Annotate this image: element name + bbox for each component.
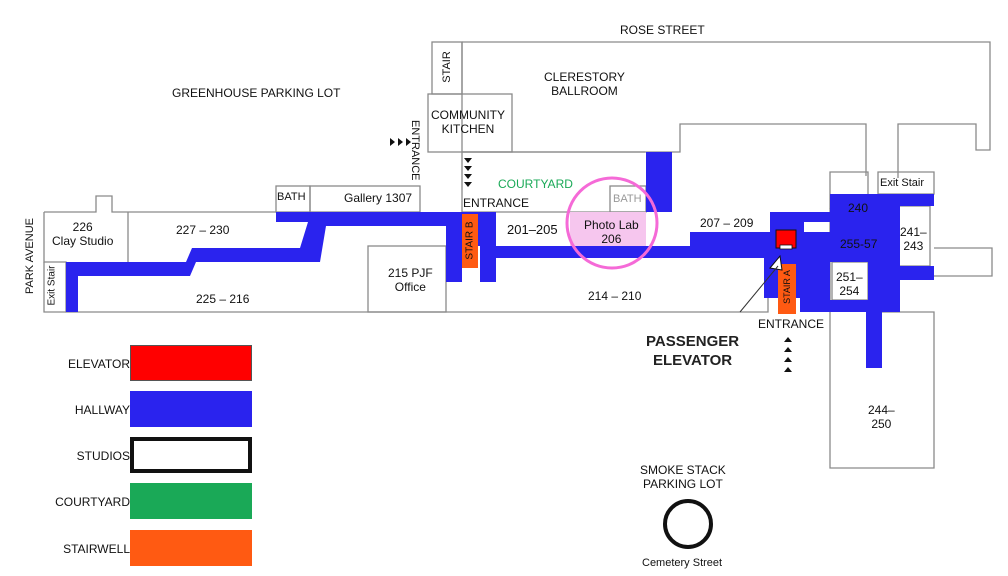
clay-studio-label: 226 Clay Studio: [52, 220, 114, 248]
legend-label: STUDIOS: [76, 449, 130, 463]
legend-swatch-courtyard: [130, 483, 252, 519]
stair-a-label: STAIR A: [782, 270, 792, 304]
room-214-210-label: 214 – 210: [588, 289, 642, 303]
room-251-254-label: 251– 254: [836, 270, 863, 298]
east-building-outline: [829, 208, 935, 469]
photo-lab-label: Photo Lab 206: [584, 218, 639, 246]
room-240-label: 240: [848, 201, 869, 215]
hallway-stair-b-area: [446, 212, 496, 282]
legend-item-courtyard: COURTYARD: [20, 483, 260, 521]
smoke-stack-circle: [663, 499, 713, 549]
legend-label: STAIRWELL: [63, 542, 130, 556]
hallway-east: [830, 194, 934, 368]
exit-stair-left-box: [43, 262, 66, 313]
west-wing-top: [44, 195, 276, 213]
clerestory-outline: [462, 41, 991, 178]
legend-label: HALLWAY: [74, 403, 130, 417]
park-avenue-label: PARK AVENUE: [24, 218, 36, 295]
passenger-elevator-label: PASSENGER ELEVATOR: [646, 333, 740, 369]
legend-label: ELEVATOR: [67, 357, 130, 371]
entrance-courtyard-arrows: [464, 158, 472, 187]
entrance-east-arrows: [784, 337, 792, 372]
hallway-center: [480, 212, 830, 282]
stair-b-fill: [462, 214, 478, 268]
hallway-west: [66, 212, 462, 276]
photo-lab-fill: [570, 212, 646, 246]
hallway-east-junction: [764, 232, 830, 312]
room-255-57-label: 255-57: [840, 237, 878, 251]
room-244-250-label: 244– 250: [868, 403, 895, 431]
exit-stair-left-label: Exit Stair: [46, 265, 58, 306]
legend-swatch-hallway: [130, 391, 252, 427]
building-outlines: [43, 41, 993, 469]
legend-swatch-elevator: [130, 345, 252, 381]
legend-item-studios: STUDIOS: [20, 437, 260, 475]
entrance-arrows: [390, 138, 792, 372]
legend-label: COURTYARD: [55, 495, 130, 509]
courtyard-outline: [461, 151, 645, 212]
east-annex: [934, 247, 993, 277]
room-227-230-label: 227 – 230: [176, 223, 230, 237]
room-201-205-label: 201–205: [507, 222, 558, 237]
legend-item-stairwell: STAIRWELL: [20, 530, 260, 568]
hallways: [66, 152, 934, 368]
legend-item-hallway: HALLWAY: [20, 391, 260, 429]
hallway-north-connector: [646, 152, 672, 212]
entrance-center-label: ENTRANCE: [463, 196, 530, 210]
bath-left-label: BATH: [277, 191, 306, 203]
room-241-243-label: 241– 243: [900, 225, 927, 253]
photo-lab-highlight-circle: [565, 176, 659, 270]
entrance-kitchen-arrows: [390, 138, 411, 146]
exit-stair-right-label: Exit Stair: [880, 177, 925, 189]
greenhouse-lot-label: GREENHOUSE PARKING LOT: [172, 86, 341, 100]
legend-item-elevator: ELEVATOR: [20, 345, 260, 383]
stair-top-label: STAIR: [441, 51, 453, 83]
elevator-pointer-line: [739, 265, 779, 313]
legend-swatch-studios: [130, 437, 252, 473]
entrance-right-label: ENTRANCE: [758, 317, 825, 331]
pjf-office-label: 215 PJF Office: [388, 266, 433, 294]
hallway-left-stub: [66, 262, 78, 312]
legend-swatch-stairwell: [130, 530, 252, 566]
room-207-209-label: 207 – 209: [700, 216, 754, 230]
clerestory-ballroom-label: CLERESTORY BALLROOM: [544, 70, 625, 98]
elevator-door: [779, 244, 793, 250]
stair-a-fill: [778, 264, 796, 314]
room-225-216-label: 225 – 216: [196, 292, 250, 306]
bath-right-label: BATH: [613, 193, 642, 205]
courtyard-label: COURTYARD: [498, 177, 573, 191]
rose-street-label: ROSE STREET: [620, 23, 705, 37]
entrance-vertical-label: ENTRANCE: [409, 120, 421, 181]
gallery-label: Gallery 1307: [344, 191, 413, 205]
cemetery-street-label: Cemetery Street: [642, 557, 723, 569]
stair-b-label: STAIR B: [464, 221, 476, 260]
community-kitchen-label: COMMUNITY KITCHEN: [431, 108, 505, 136]
smoke-stack-lot-label: SMOKE STACK PARKING LOT: [640, 463, 726, 491]
